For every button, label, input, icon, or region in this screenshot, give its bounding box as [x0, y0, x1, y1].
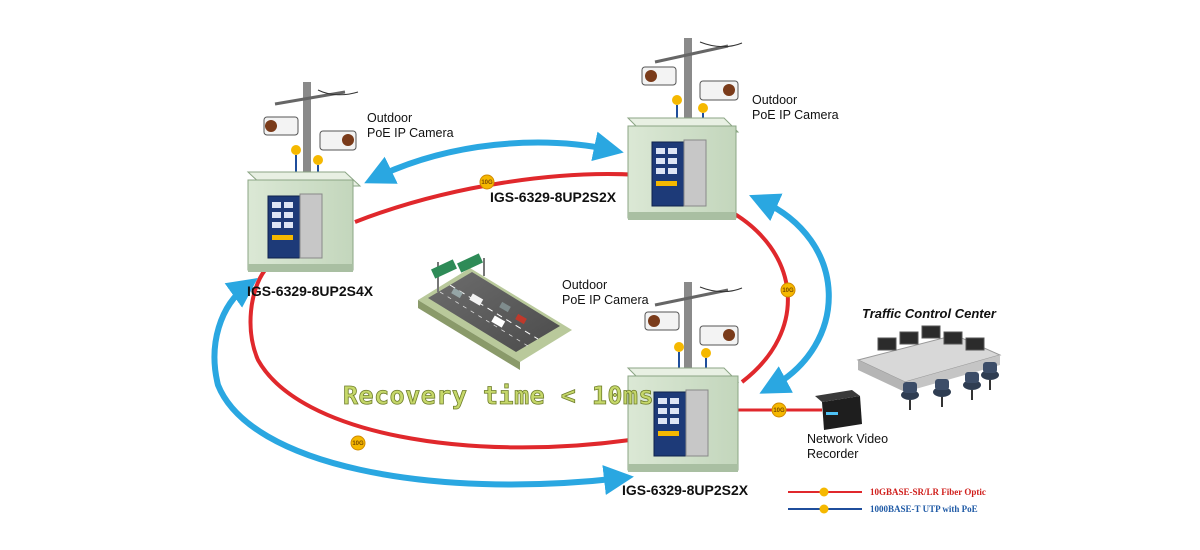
legend-utp-label: 1000BASE-T UTP with PoE [870, 504, 978, 514]
chair-icon [981, 362, 999, 390]
svg-text:10G: 10G [782, 288, 794, 294]
camera-label: PoE IP Camera [752, 108, 839, 122]
pole-crossarm [654, 44, 729, 64]
failover-arrow-bottom-left [211, 278, 634, 495]
camera-icon [319, 130, 357, 151]
poe-badge [698, 103, 708, 113]
camera-label: PoE IP Camera [562, 293, 649, 307]
nvr-label: Recorder [807, 447, 858, 461]
monitor-icon [877, 325, 985, 351]
switch-model-label: IGS-6329-8UP2S4X [247, 283, 374, 299]
traffic-control-center-label: Traffic Control Center [862, 306, 997, 321]
legend-fiber-label: 10GBASE-SR/LR Fiber Optic [870, 487, 986, 497]
network-video-recorder: Network Video Recorder [807, 390, 888, 461]
camera-icon [644, 311, 680, 331]
site-left: Outdoor PoE IP Camera IGS-6329-8UP2S4X [246, 82, 454, 299]
switch-model-label: IGS-6329-8UP2S2X [490, 189, 617, 205]
traffic-control-center: Traffic Control Center [856, 306, 1002, 410]
svg-text:10G: 10G [352, 441, 364, 447]
camera-label: Outdoor [752, 93, 797, 107]
overhead-wire [699, 41, 743, 48]
pole-crossarm [654, 288, 729, 307]
legend-item-fiber: 10GBASE-SR/LR Fiber Optic [788, 487, 986, 497]
utility-pole [303, 82, 311, 182]
switch-device [267, 193, 323, 259]
pole-crossarm [274, 90, 346, 106]
failover-arrow-right [749, 193, 832, 394]
fiber-link-top-to-bottom [727, 208, 790, 384]
chair-icon [901, 382, 919, 410]
camera-label: Outdoor [367, 111, 412, 125]
poe-badge [291, 145, 301, 155]
camera-icon [263, 116, 299, 136]
poe-badge [313, 155, 323, 165]
failover-arrows [211, 131, 832, 495]
camera-icon [699, 80, 739, 101]
poe-badge [674, 342, 684, 352]
camera-label: PoE IP Camera [367, 126, 454, 140]
legend: 10GBASE-SR/LR Fiber Optic 1000BASE-T UTP… [788, 487, 986, 514]
legend-item-utp: 1000BASE-T UTP with PoE [788, 504, 978, 514]
camera-label: Outdoor [562, 278, 607, 292]
link-badge: 10G [479, 174, 495, 190]
link-badge: 10G [350, 435, 366, 451]
site-top-right: Outdoor PoE IP Camera IGS-6329-8UP2S2X [490, 38, 839, 220]
recovery-time-text: Recovery time < 10ms [343, 381, 654, 410]
overhead-wire [317, 89, 359, 96]
link-badge: 10G [771, 402, 787, 418]
utility-pole [684, 282, 692, 382]
utility-pole [684, 38, 692, 128]
camera-icon [641, 66, 677, 86]
switch-device [653, 389, 709, 457]
switch-device [651, 139, 707, 207]
failover-arrow-top [364, 131, 624, 184]
poe-badge [672, 95, 682, 105]
camera-icon [699, 325, 739, 346]
svg-text:10G: 10G [773, 408, 785, 414]
chair-icon [963, 372, 981, 400]
link-badge: 10G [780, 282, 796, 298]
overhead-wire [699, 286, 743, 293]
chair-icon [933, 379, 951, 407]
svg-text:10G: 10G [481, 180, 493, 186]
switch-model-label: IGS-6329-8UP2S2X [622, 482, 749, 498]
poe-badge [701, 348, 711, 358]
highway-illustration [418, 253, 572, 370]
site-bottom-right: Outdoor PoE IP Camera IGS-6329-8UP2S2X [562, 278, 749, 498]
nvr-label: Network Video [807, 432, 888, 446]
